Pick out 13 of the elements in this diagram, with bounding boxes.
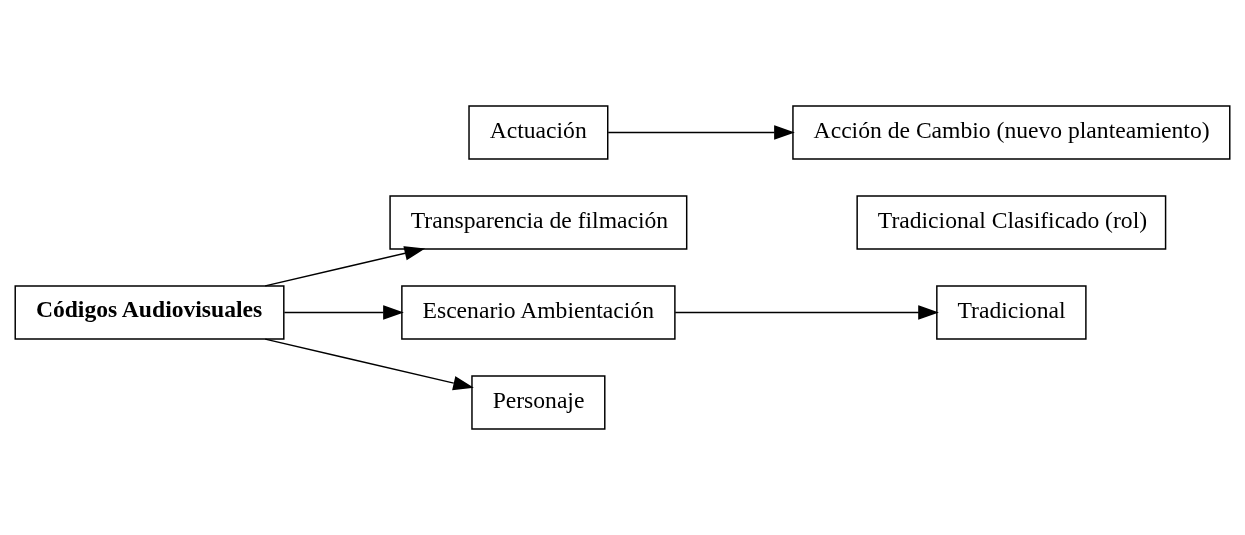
arrow [283,305,404,320]
arrow [264,338,474,391]
node-box: Códigos Audiovisuales [14,285,285,340]
node-box: Actuación [468,105,609,160]
node-box: Tradicional Clasificado (rol) [856,195,1167,250]
node-box: Transparencia de filmación [389,195,688,250]
node-box: Tradicional [936,285,1087,340]
arrow [607,125,795,140]
arrow [264,246,426,287]
arrow [674,305,939,320]
node-box: Personaje [471,375,606,430]
node-box: Escenario Ambientación [401,285,676,340]
node-box: Acción de Cambio (nuevo planteamiento) [792,105,1231,160]
